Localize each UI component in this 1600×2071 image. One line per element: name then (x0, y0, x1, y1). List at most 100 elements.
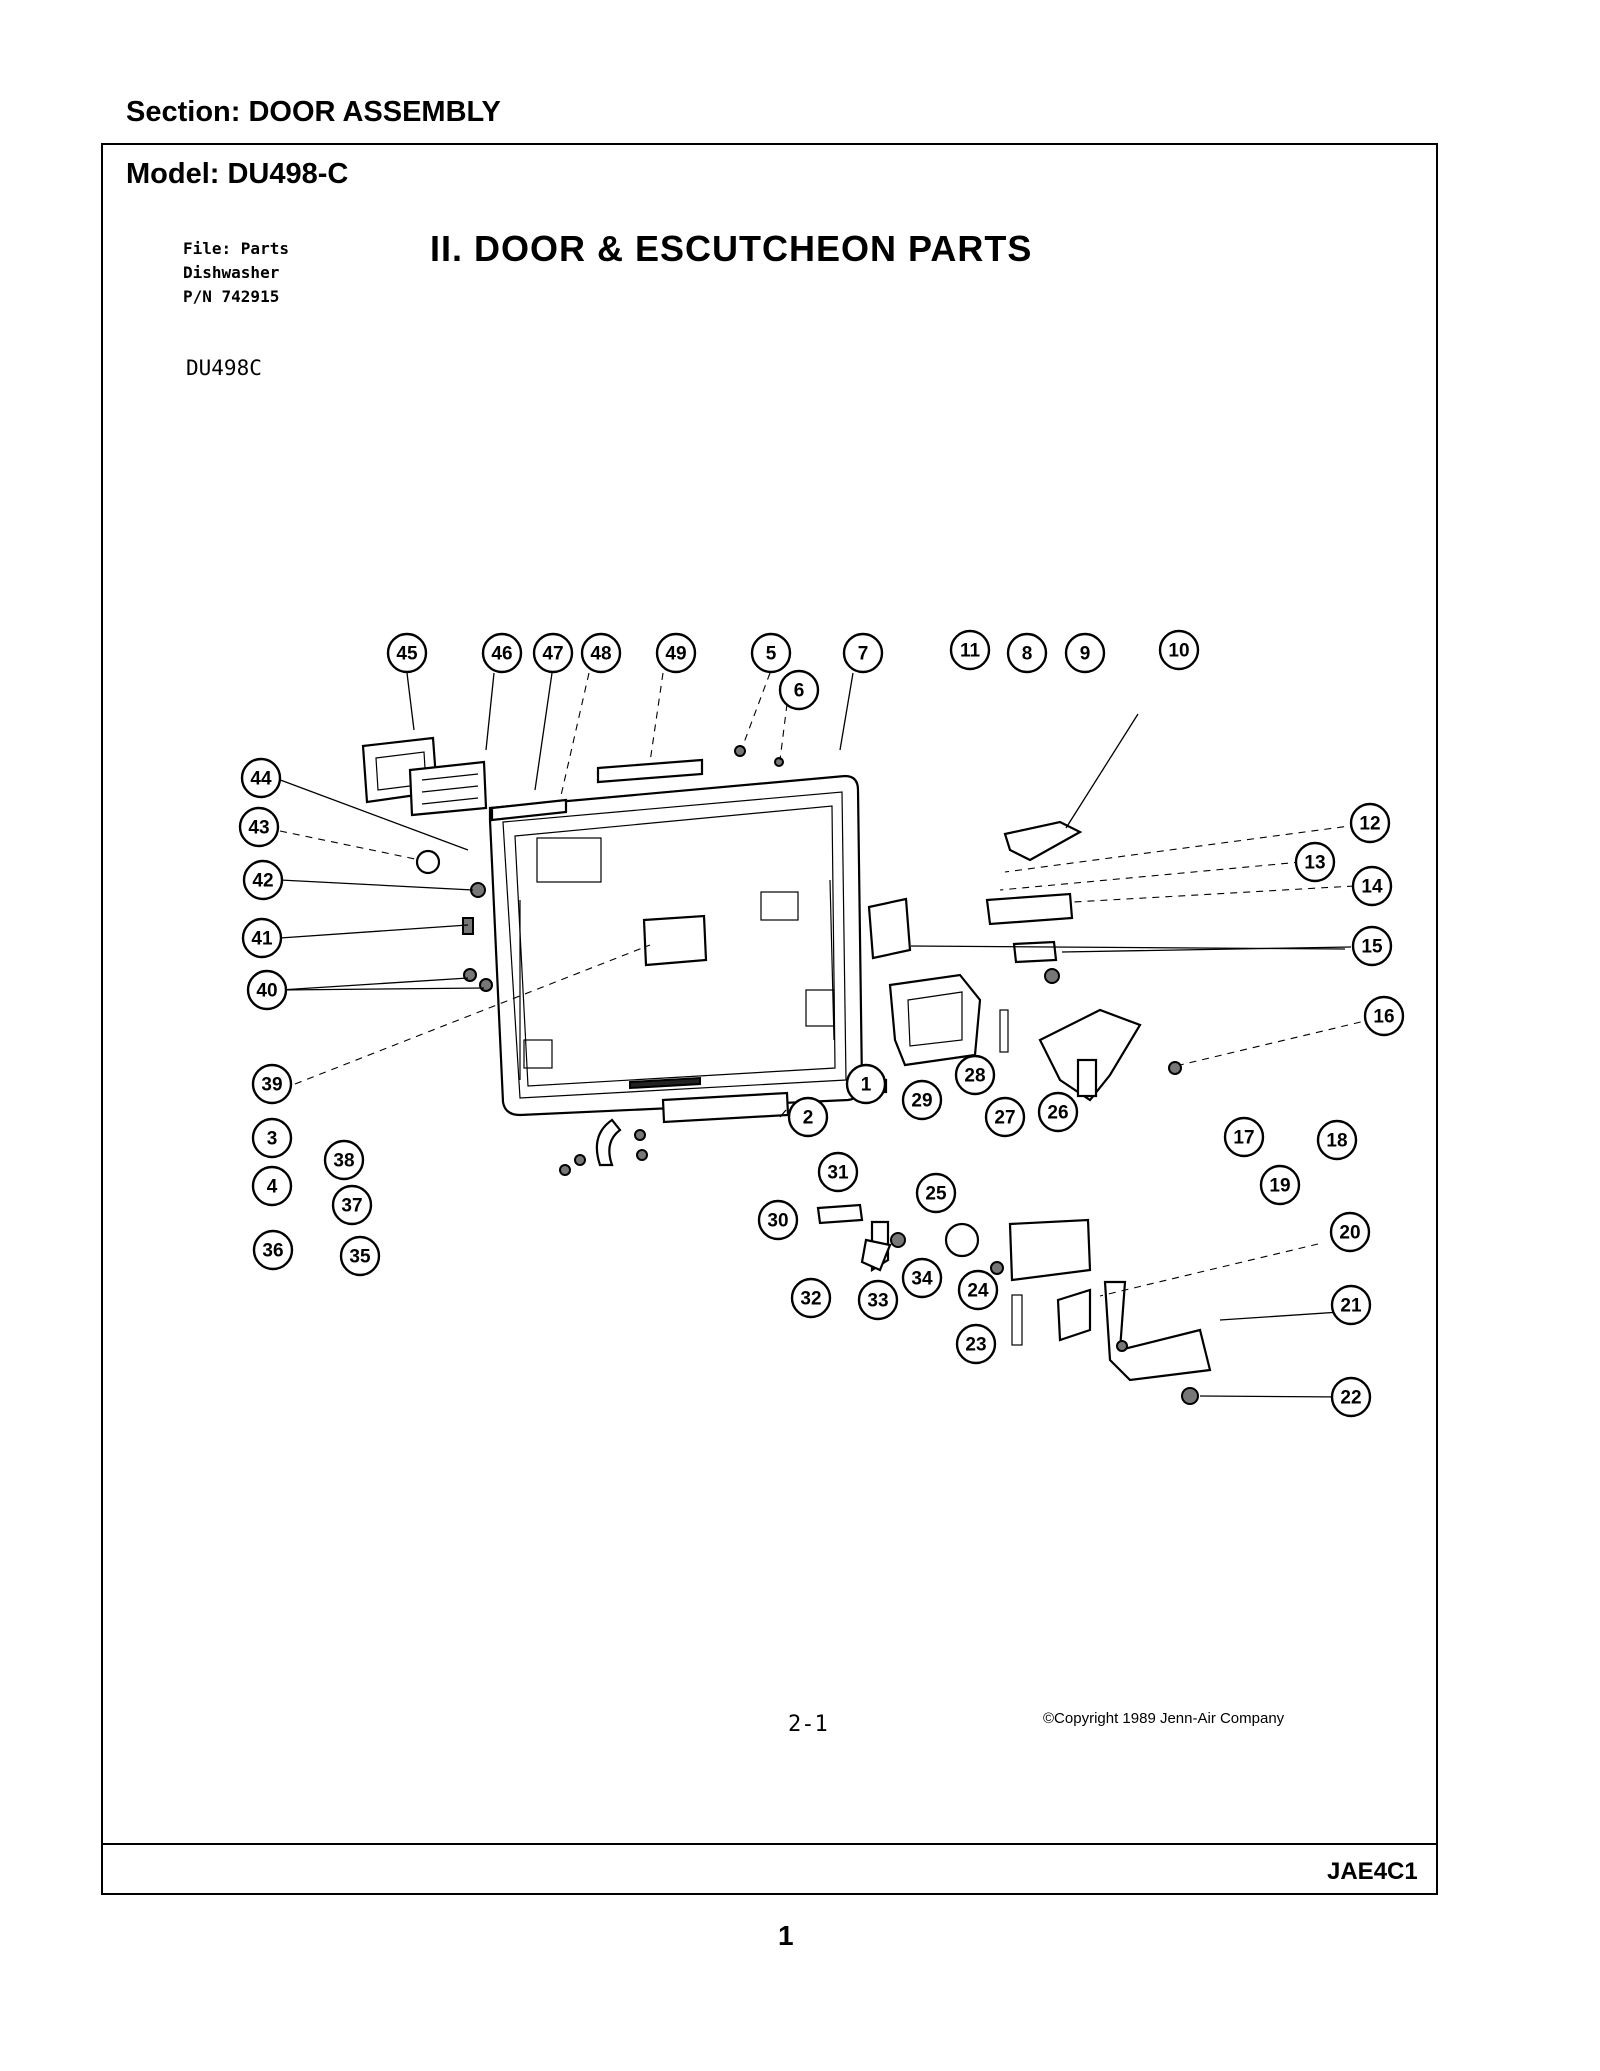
callout-circle (240, 757, 282, 799)
callout-label: 14 (1361, 877, 1383, 898)
door-parts (361, 736, 1212, 1405)
callout-38: 38 (323, 1139, 365, 1181)
callout-23: 23 (955, 1323, 997, 1365)
callout-circle (954, 1054, 996, 1096)
callout-label: 18 (1326, 1131, 1347, 1152)
callout-circle (1259, 1164, 1301, 1206)
callout-label: 10 (1168, 641, 1189, 662)
model-title: Model: DU498-C (126, 158, 349, 190)
callout-label: 21 (1340, 1296, 1362, 1317)
callout-circle (817, 1151, 859, 1193)
callout-label: 38 (333, 1151, 354, 1172)
callout-label: 4 (267, 1177, 278, 1198)
file-info-line: File: Parts (183, 239, 289, 258)
callout-circle (901, 1257, 943, 1299)
callout-circle (580, 632, 622, 674)
callout-36: 36 (252, 1229, 294, 1271)
callout-15: 15 (1351, 925, 1393, 967)
callout-46: 46 (481, 632, 523, 674)
callout-11: 11 (949, 629, 991, 671)
callout-circle (750, 632, 792, 674)
callout-circle (790, 1277, 832, 1319)
callout-label: 39 (261, 1075, 282, 1096)
callout-circle (957, 1269, 999, 1311)
callout-circle (252, 1229, 294, 1271)
callout-circle (532, 632, 574, 674)
document-code: JAE4C1 (1327, 1858, 1418, 1885)
callout-label: 5 (766, 644, 777, 665)
callout-label: 37 (341, 1196, 362, 1217)
callout-31: 31 (817, 1151, 859, 1193)
callout-circle (323, 1139, 365, 1181)
callout-49: 49 (655, 632, 697, 674)
callout-label: 31 (827, 1163, 849, 1184)
diagram-title: II. DOOR & ESCUTCHEON PARTS (430, 228, 1033, 269)
callout-circle (1351, 925, 1393, 967)
callout-9: 9 (1064, 632, 1106, 674)
callout-29: 29 (901, 1079, 943, 1121)
callout-7: 7 (842, 632, 884, 674)
callout-label: 20 (1339, 1223, 1360, 1244)
callout-label: 44 (250, 769, 272, 790)
callout-circle (386, 632, 428, 674)
callout-24: 24 (957, 1269, 999, 1311)
model-code: DU498C (186, 356, 262, 380)
callout-circle (949, 629, 991, 671)
callout-20: 20 (1329, 1211, 1371, 1253)
callout-5: 5 (750, 632, 792, 674)
callout-circle (241, 917, 283, 959)
callout-circle (238, 806, 280, 848)
callout-19: 19 (1259, 1164, 1301, 1206)
callout-label: 23 (965, 1335, 986, 1356)
callout-circle (1330, 1284, 1372, 1326)
callout-label: 25 (925, 1184, 947, 1205)
callout-13: 13 (1294, 841, 1336, 883)
callout-label: 35 (349, 1247, 371, 1268)
file-info-line: P/N 742915 (183, 287, 280, 306)
callout-label: 15 (1361, 937, 1383, 958)
callout-22: 22 (1330, 1376, 1372, 1418)
callout-label: 24 (967, 1281, 989, 1302)
callout-circle (1006, 632, 1048, 674)
leader-lines (274, 672, 1387, 1398)
callout-circle (787, 1096, 829, 1138)
callout-26: 26 (1037, 1091, 1079, 1133)
callout-16: 16 (1363, 995, 1405, 1037)
callout-label: 48 (590, 644, 611, 665)
callout-4: 4 (251, 1165, 293, 1207)
callout-circle (1363, 995, 1405, 1037)
callout-circle (1330, 1376, 1372, 1418)
callout-47: 47 (532, 632, 574, 674)
callout-circle (955, 1323, 997, 1365)
callout-label: 32 (800, 1289, 821, 1310)
callout-10: 10 (1158, 629, 1200, 671)
callout-label: 9 (1080, 644, 1091, 665)
callout-28: 28 (954, 1054, 996, 1096)
page-reference: 2-1 (788, 1712, 828, 1737)
callout-42: 42 (242, 859, 284, 901)
callout-41: 41 (241, 917, 283, 959)
callout-label: 1 (861, 1075, 872, 1096)
callout-17: 17 (1223, 1116, 1265, 1158)
callout-label: 34 (911, 1269, 933, 1290)
page-number: 1 (778, 1920, 794, 1951)
callout-circle (1351, 865, 1393, 907)
callout-label: 30 (767, 1211, 788, 1232)
callout-circle (655, 632, 697, 674)
callout-label: 29 (911, 1091, 932, 1112)
section-title: Section: DOOR ASSEMBLY (126, 96, 501, 128)
callout-circle (757, 1199, 799, 1241)
callout-circle (1037, 1091, 1079, 1133)
callout-34: 34 (901, 1257, 943, 1299)
callout-label: 36 (262, 1241, 283, 1262)
callout-18: 18 (1316, 1119, 1358, 1161)
callout-label: 17 (1233, 1128, 1254, 1149)
callout-45: 45 (386, 632, 428, 674)
callout-label: 46 (491, 644, 512, 665)
callout-3: 3 (251, 1117, 293, 1159)
callout-40: 40 (246, 969, 288, 1011)
callout-label: 11 (960, 641, 981, 662)
callout-label: 8 (1022, 644, 1033, 665)
